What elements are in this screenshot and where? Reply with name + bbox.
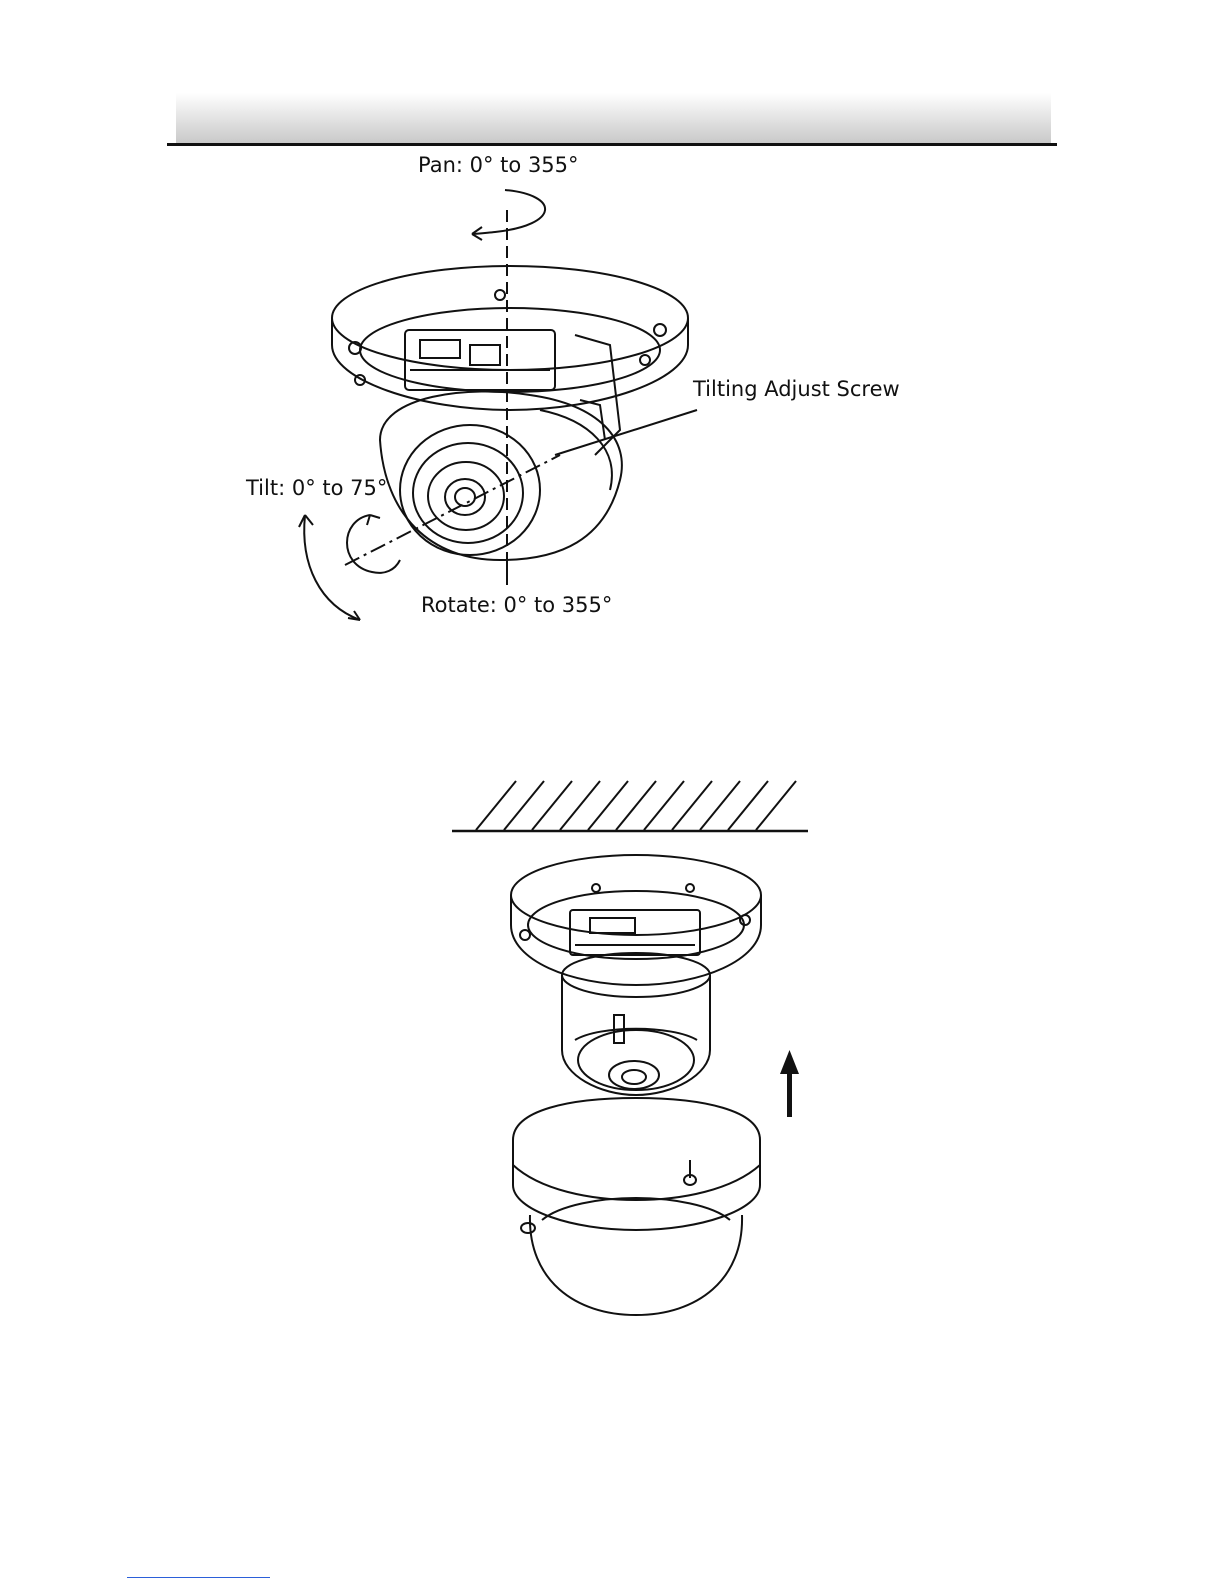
footer-rule <box>127 1577 270 1578</box>
ceiling-hatch <box>476 781 796 830</box>
pan-label: Pan: 0° to 355° <box>418 153 579 177</box>
camera-adjustment-figure <box>0 0 1225 700</box>
pan-arrow-icon <box>472 190 545 234</box>
up-arrow-icon <box>780 1050 799 1117</box>
tilt-label: Tilt: 0° to 75° <box>246 476 387 500</box>
tilting-adjust-screw-label: Tilting Adjust Screw <box>693 377 900 401</box>
tilt-arrow-icon <box>304 515 360 620</box>
rotate-arrow-icon <box>347 515 400 573</box>
rotate-label: Rotate: 0° to 355° <box>421 593 612 617</box>
